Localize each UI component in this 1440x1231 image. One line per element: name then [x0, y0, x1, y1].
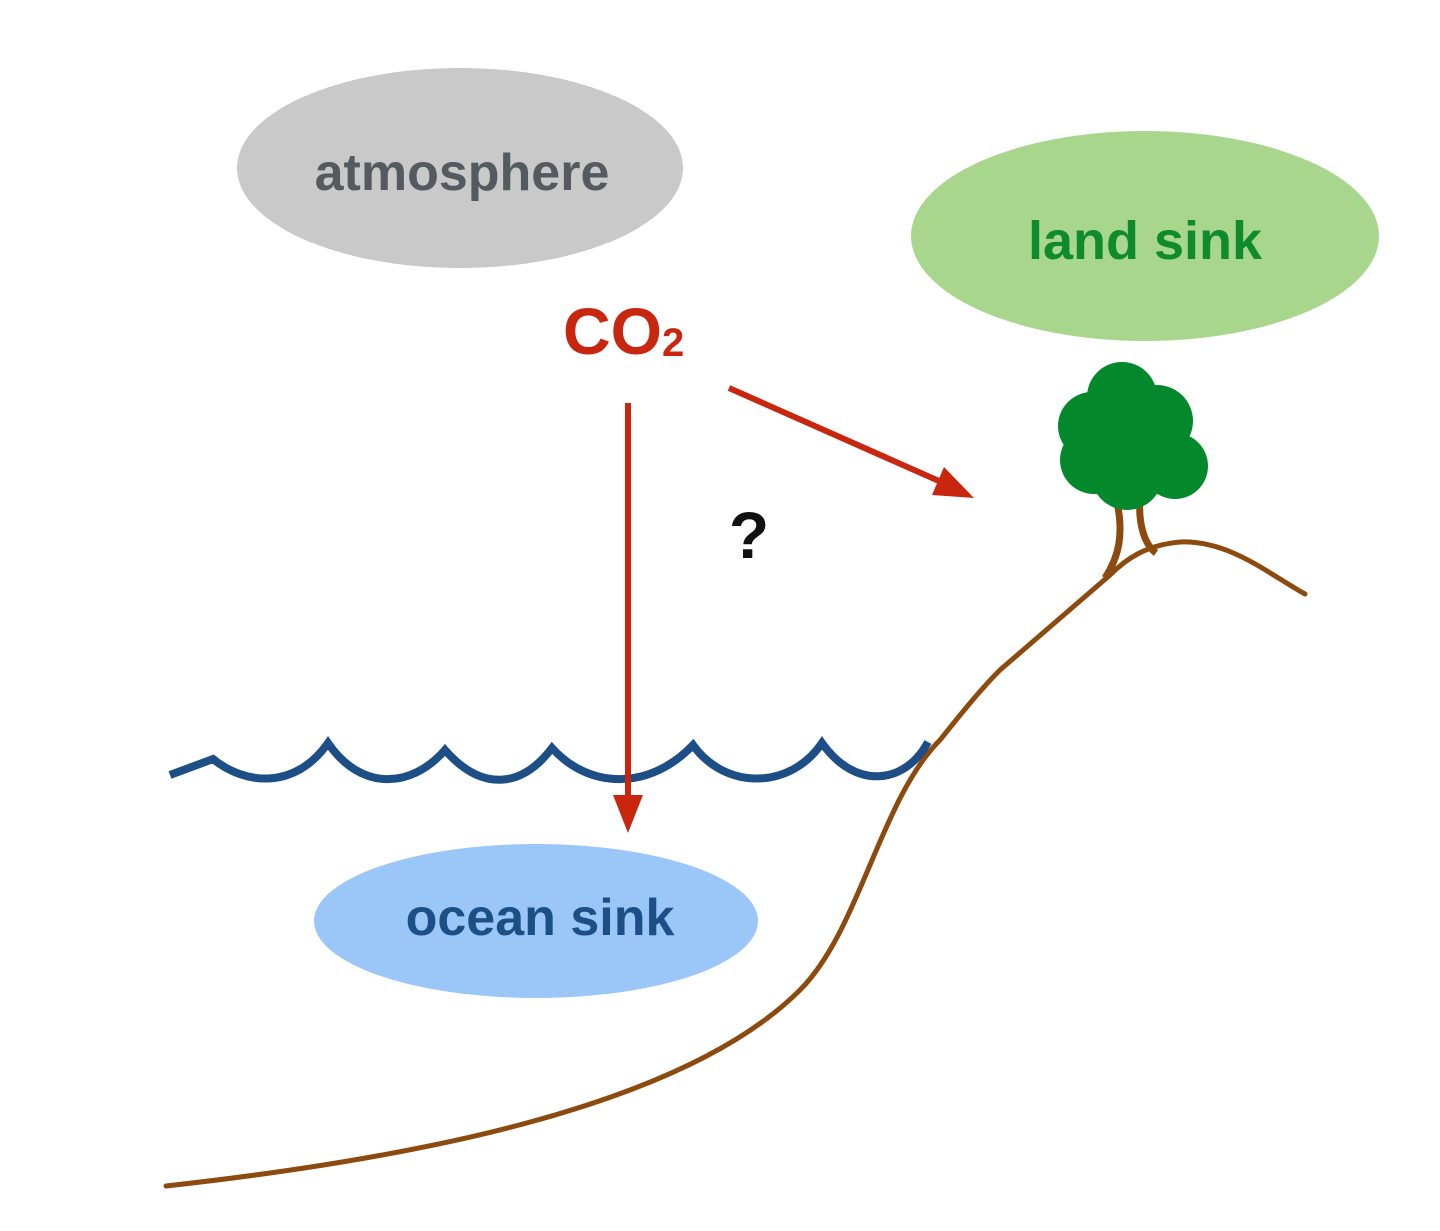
tree-icon	[1058, 362, 1208, 580]
co2-label-main: CO	[563, 294, 662, 368]
land-sink-ellipse	[911, 131, 1379, 341]
arrow-to-land-head	[932, 467, 974, 498]
tree-canopy	[1058, 362, 1208, 510]
arrow-to-land	[727, 385, 974, 498]
atmosphere-ellipse	[237, 68, 683, 268]
atmosphere-label: atmosphere	[315, 144, 610, 202]
question-mark: ?	[729, 498, 769, 572]
land-sink-label: land sink	[1028, 211, 1263, 271]
arrow-to-ocean	[613, 403, 643, 833]
arrow-to-land-shaft	[727, 385, 950, 488]
co2-label: CO2	[563, 294, 684, 368]
ground-line	[163, 539, 1308, 1189]
co2-label-subscript: 2	[662, 321, 684, 365]
arrow-to-ocean-head	[613, 795, 643, 833]
ocean-sink-ellipse	[314, 844, 758, 998]
sea-surface-wave	[168, 735, 932, 784]
ocean-sink-label: ocean sink	[406, 889, 675, 947]
